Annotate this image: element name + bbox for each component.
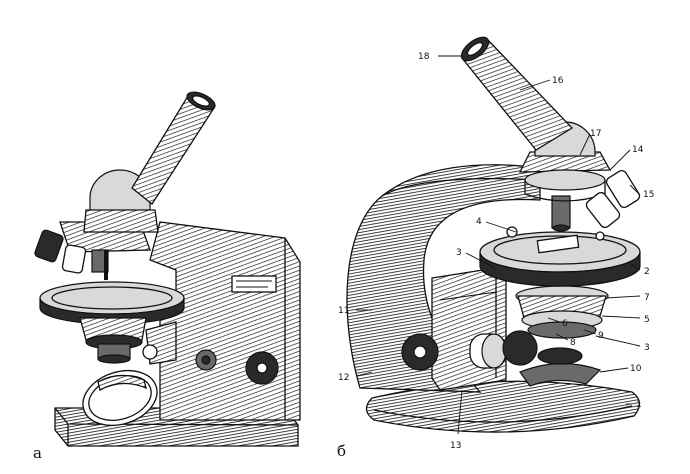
callout-10: 10 [630,364,642,374]
tube-a [131,95,215,205]
microscope-a [34,91,301,447]
callout-3-upper: 3 [456,248,462,258]
callout-1: 1 [636,400,642,410]
callout-17: 17 [590,129,601,139]
panel-b-letter: б [337,442,346,460]
microscope-b [346,36,641,433]
callout-labels: 18 16 17 14 15 4 3 2 7 11 5 6 8 9 3 12 1… [33,52,654,462]
callout-16: 16 [552,76,564,86]
callout-15: 15 [643,190,654,200]
callout-7: 7 [644,293,650,303]
callout-6: 6 [562,319,568,329]
arm-a [149,221,301,421]
callout-4: 4 [476,217,482,227]
callout-8: 8 [570,338,576,348]
callout-9: 9 [598,331,604,341]
mirror-b [519,362,602,387]
panel-a-letter: а [33,444,42,462]
callout-14: 14 [632,145,644,155]
leader-lines [355,55,641,435]
column-b [431,267,507,391]
callout-18: 18 [418,52,430,62]
callout-13: 13 [450,441,461,451]
callout-12: 12 [338,373,349,383]
callout-2: 2 [644,267,650,277]
callout-3-lower: 3 [644,343,650,353]
callout-5: 5 [644,315,650,325]
callout-11: 11 [338,306,349,316]
